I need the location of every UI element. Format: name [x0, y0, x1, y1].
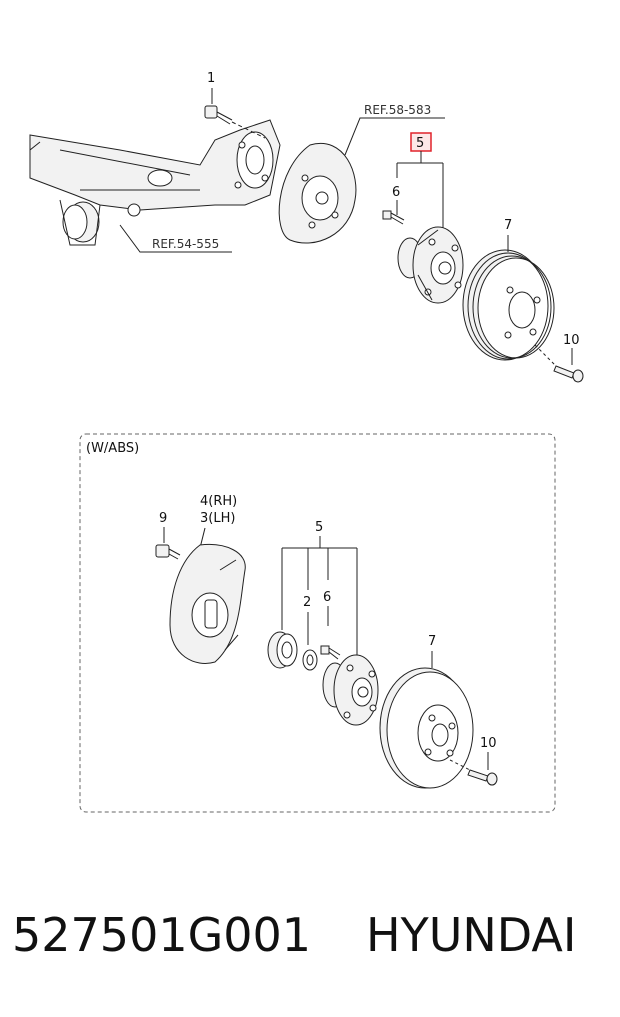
brand-name: HYUNDAI	[366, 908, 577, 962]
brake-drum	[462, 249, 555, 361]
footer: 527501G001 HYUNDAI	[0, 900, 620, 980]
screw-part-10-bottom	[449, 759, 498, 786]
callout-10-bottom: 10	[480, 736, 497, 751]
brake-backing-plate	[278, 142, 357, 244]
rear-axle-beam	[29, 119, 281, 246]
callout-1: 1	[207, 71, 215, 86]
callout-3-lh: 3(LH)	[200, 511, 235, 526]
leader-ref-54	[119, 224, 232, 253]
hub-bearing-assembly	[397, 226, 464, 304]
callout-5-top: 5	[416, 136, 424, 151]
hub-bolt-part-6	[382, 210, 405, 225]
bolt-part-1	[204, 88, 266, 139]
callout-4-rh: 4(RH)	[200, 494, 237, 509]
callout-7-bottom: 7	[428, 634, 436, 649]
callout-2: 2	[303, 595, 311, 610]
bolt-part-9	[155, 544, 181, 560]
ref-58-583: REF.58-583	[364, 103, 431, 117]
callout-7-top: 7	[504, 218, 512, 233]
screw-part-10-top	[534, 344, 584, 383]
leader-ref-58	[344, 117, 445, 156]
dust-cover-plate	[169, 543, 246, 664]
parts-diagram: 1 REF.58-583 REF.54-555 5 6	[29, 71, 584, 813]
callout-5-bottom: 5	[315, 520, 323, 535]
callout-9: 9	[159, 511, 167, 526]
abs-variant-box	[79, 433, 556, 813]
callout-10-top: 10	[563, 333, 580, 348]
snap-ring	[302, 649, 318, 671]
callout-6-bottom: 6	[323, 590, 331, 605]
wheel-bearing	[267, 631, 298, 669]
abs-box-label: (W/ABS)	[86, 441, 139, 456]
callout-6-top: 6	[392, 185, 400, 200]
hub-assembly-abs	[322, 654, 379, 726]
hub-bolt-part-6-bottom	[320, 645, 341, 660]
part-number: 527501G001	[12, 908, 312, 962]
brake-disc	[379, 667, 474, 789]
ref-54-555: REF.54-555	[152, 237, 219, 251]
